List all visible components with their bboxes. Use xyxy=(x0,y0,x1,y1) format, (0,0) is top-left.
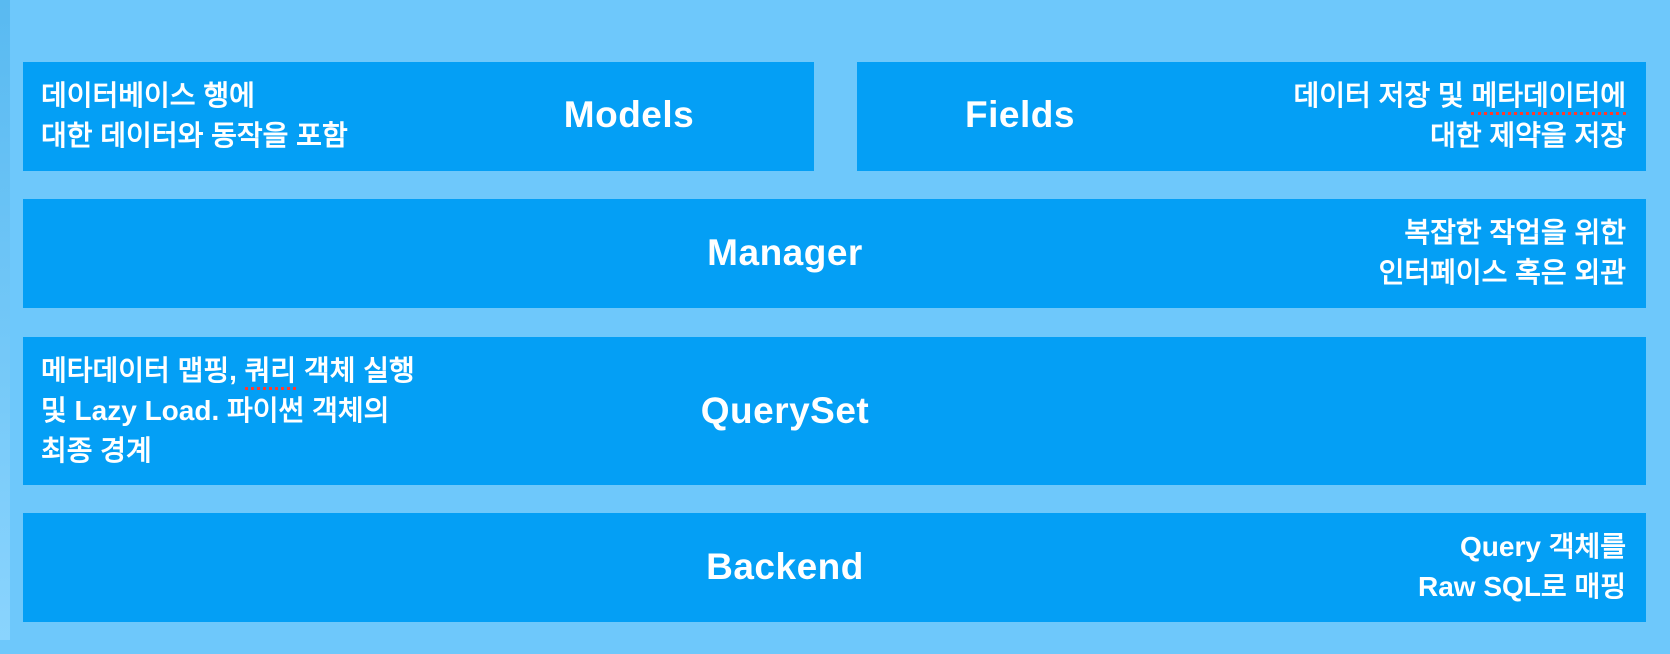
queryset-description-line1-pre: 메타데이터 맵핑, xyxy=(41,355,245,386)
queryset-box: 메타데이터 맵핑, 쿼리 객체 실행 및 Lazy Load. 파이썬 객체의 … xyxy=(23,337,1646,485)
manager-box: Manager 복잡한 작업을 위한 인터페이스 혹은 외관 xyxy=(23,199,1646,308)
models-description: 데이터베이스 행에 대한 데이터와 동작을 포함 xyxy=(41,76,348,156)
backend-box: Backend Query 객체를 Raw SQL로 매핑 xyxy=(23,513,1646,622)
queryset-description-line3: 최종 경계 xyxy=(41,435,152,466)
queryset-description: 메타데이터 맵핑, 쿼리 객체 실행 및 Lazy Load. 파이썬 객체의 … xyxy=(41,351,415,471)
queryset-title: QuerySet xyxy=(700,390,870,431)
backend-description: Query 객체를 Raw SQL로 매핑 xyxy=(1418,527,1626,607)
models-box: 데이터베이스 행에 대한 데이터와 동작을 포함 Models xyxy=(23,62,814,171)
fields-description-line2: 대한 제약을 저장 xyxy=(1430,120,1626,151)
fields-description: 데이터 저장 및 메타데이터에 대한 제약을 저장 xyxy=(1294,76,1626,156)
backend-description-line1: Query 객체를 xyxy=(1460,531,1626,562)
spellcheck-underline: 쿼리 xyxy=(244,355,297,390)
spellcheck-underline: 메타데이터에 xyxy=(1471,80,1626,115)
fields-box: Fields 데이터 저장 및 메타데이터에 대한 제약을 저장 xyxy=(857,62,1646,171)
backend-description-line2: Raw SQL로 매핑 xyxy=(1418,571,1626,602)
queryset-description-line2: 및 Lazy Load. 파이썬 객체의 xyxy=(41,395,390,426)
models-description-line1: 데이터베이스 행에 xyxy=(41,80,255,111)
queryset-description-line1-post: 객체 실행 xyxy=(296,355,415,386)
models-description-line2: 대한 데이터와 동작을 포함 xyxy=(41,120,348,151)
manager-description-line1: 복잡한 작업을 위한 xyxy=(1404,217,1626,248)
fields-description-line1: 데이터 저장 및 메타데이터에 xyxy=(1294,76,1626,116)
left-edge-shade xyxy=(0,0,10,640)
backend-title: Backend xyxy=(706,546,864,587)
manager-description: 복잡한 작업을 위한 인터페이스 혹은 외관 xyxy=(1379,213,1626,293)
fields-title: Fields xyxy=(965,94,1075,135)
manager-title: Manager xyxy=(707,232,863,273)
fields-description-line1-text: 데이터 저장 및 xyxy=(1293,80,1472,111)
models-title: Models xyxy=(563,94,695,135)
manager-description-line2: 인터페이스 혹은 외관 xyxy=(1378,257,1626,288)
queryset-description-line1: 메타데이터 맵핑, 쿼리 객체 실행 xyxy=(41,351,415,391)
